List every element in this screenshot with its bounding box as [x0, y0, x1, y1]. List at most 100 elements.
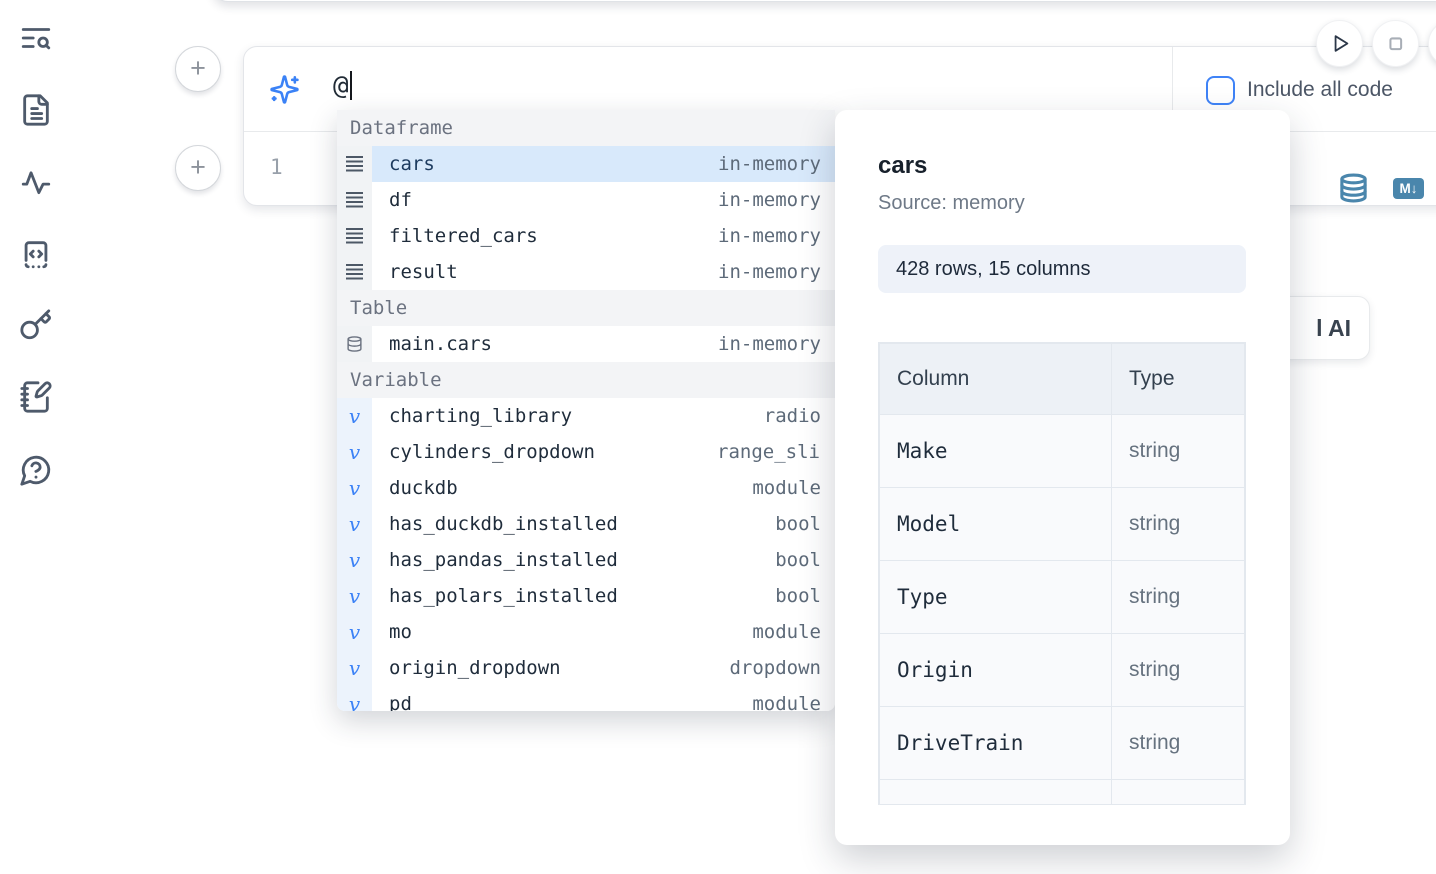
autocomplete-item-df[interactable]: df in-memory [337, 182, 835, 218]
table-row: Type string [879, 560, 1245, 634]
autocomplete-item-main-cars[interactable]: main.cars in-memory [337, 326, 835, 362]
table-database-icon [346, 335, 363, 353]
item-type: bool [775, 513, 821, 535]
gutter [337, 326, 372, 362]
autocomplete-item-charting-library[interactable]: v charting_library radio [337, 398, 835, 434]
autocomplete-item-result[interactable]: result in-memory [337, 254, 835, 290]
gutter: v [337, 578, 372, 614]
key-icon[interactable] [19, 308, 53, 342]
variable-icon: v [348, 584, 361, 608]
item-name: charting_library [389, 405, 573, 427]
sparkles-ai-icon [269, 74, 300, 105]
item-name: cars [389, 153, 435, 175]
item-name: main.cars [389, 333, 492, 355]
text-cursor [349, 71, 352, 100]
item-type: in-memory [718, 261, 821, 283]
add-cell-below-button[interactable]: + [175, 145, 221, 191]
gutter: v [337, 686, 372, 711]
gutter: v [337, 470, 372, 506]
gutter [337, 254, 372, 290]
section-header-dataframe: Dataframe [337, 110, 835, 146]
item-type: range_slider [717, 441, 821, 463]
stop-button[interactable] [1372, 20, 1419, 67]
scratchpad-icon[interactable] [19, 380, 53, 414]
item-name: has_duckdb_installed [389, 513, 618, 535]
run-cell-button[interactable] [1316, 20, 1363, 67]
autocomplete-item-cars[interactable]: cars in-memory [337, 146, 835, 182]
dataframe-icon [346, 192, 363, 208]
gutter [337, 218, 372, 254]
table-row [879, 779, 1245, 804]
item-name: origin_dropdown [389, 657, 561, 679]
preview-title: cars [878, 152, 928, 179]
item-name: filtered_cars [389, 225, 538, 247]
include-all-code-checkbox[interactable] [1206, 76, 1235, 105]
variable-icon: v [348, 656, 361, 680]
divider [1172, 47, 1173, 132]
table-row: Model string [879, 487, 1245, 561]
schema-table: Column Type Make string Model string Typ… [878, 342, 1246, 805]
variable-icon: v [348, 548, 361, 572]
ai-prompt-input[interactable]: @ [333, 71, 352, 101]
item-name: result [389, 261, 458, 283]
variable-icon: v [348, 476, 361, 500]
variable-icon: v [348, 512, 361, 536]
item-name: cylinders_dropdown [389, 441, 595, 463]
dataframe-icon [346, 264, 363, 280]
item-name: has_pandas_installed [389, 549, 618, 571]
item-name: duckdb [389, 477, 458, 499]
item-name: df [389, 189, 412, 211]
column-type [1111, 779, 1245, 804]
table-row: Origin string [879, 633, 1245, 707]
help-chat-icon[interactable] [19, 453, 53, 487]
variable-icon: v [348, 440, 361, 464]
column-type: string [1111, 487, 1245, 561]
gutter: v [337, 614, 372, 650]
variable-icon: v [348, 620, 361, 644]
column-type: string [1111, 706, 1245, 780]
markdown-icon[interactable]: M↓ [1393, 178, 1424, 199]
autocomplete-item-has-duckdb-installed[interactable]: v has_duckdb_installed bool [337, 506, 835, 542]
item-type: radio [763, 405, 821, 427]
autocomplete-item-origin-dropdown[interactable]: v origin_dropdown dropdown [337, 650, 835, 686]
table-row: Make string [879, 414, 1245, 488]
activity-icon[interactable] [19, 165, 53, 199]
autocomplete-item-duckdb[interactable]: v duckdb module [337, 470, 835, 506]
autocomplete-item-cylinders-dropdown[interactable]: v cylinders_dropdown range_slider [337, 434, 835, 470]
column-type: string [1111, 414, 1245, 488]
gutter: v [337, 506, 372, 542]
column-type: string [1111, 560, 1245, 634]
variable-icon: v [348, 692, 361, 711]
item-type: module [752, 477, 821, 499]
item-type: dropdown [729, 657, 821, 679]
dataframe-icon [346, 228, 363, 244]
shape-badge: 428 rows, 15 columns [878, 245, 1246, 293]
autocomplete-popup: Dataframe cars in-memory df in-memory filt… [337, 110, 835, 711]
column-name: Type [879, 560, 1112, 634]
add-cell-above-button[interactable]: + [175, 46, 221, 92]
section-header-variable: Variable [337, 362, 835, 398]
gutter: v [337, 434, 372, 470]
column-name: Model [879, 487, 1112, 561]
ai-generate-button[interactable]: l AI [1278, 296, 1370, 360]
column-name: Origin [879, 633, 1112, 707]
type-header: Type [1111, 343, 1245, 415]
database-icon[interactable] [1338, 172, 1369, 204]
item-type: module [752, 621, 821, 643]
variable-icon: v [348, 404, 361, 428]
gutter [337, 182, 372, 218]
code-snippets-icon[interactable] [19, 237, 53, 271]
item-type: in-memory [718, 333, 821, 355]
item-name: has_polars_installed [389, 585, 618, 607]
file-text-icon[interactable] [19, 93, 53, 127]
item-type: in-memory [718, 153, 821, 175]
include-all-code-label: Include all code [1247, 78, 1393, 101]
text-search-icon[interactable] [19, 21, 53, 55]
dataframe-icon [346, 156, 363, 172]
item-type: in-memory [718, 189, 821, 211]
